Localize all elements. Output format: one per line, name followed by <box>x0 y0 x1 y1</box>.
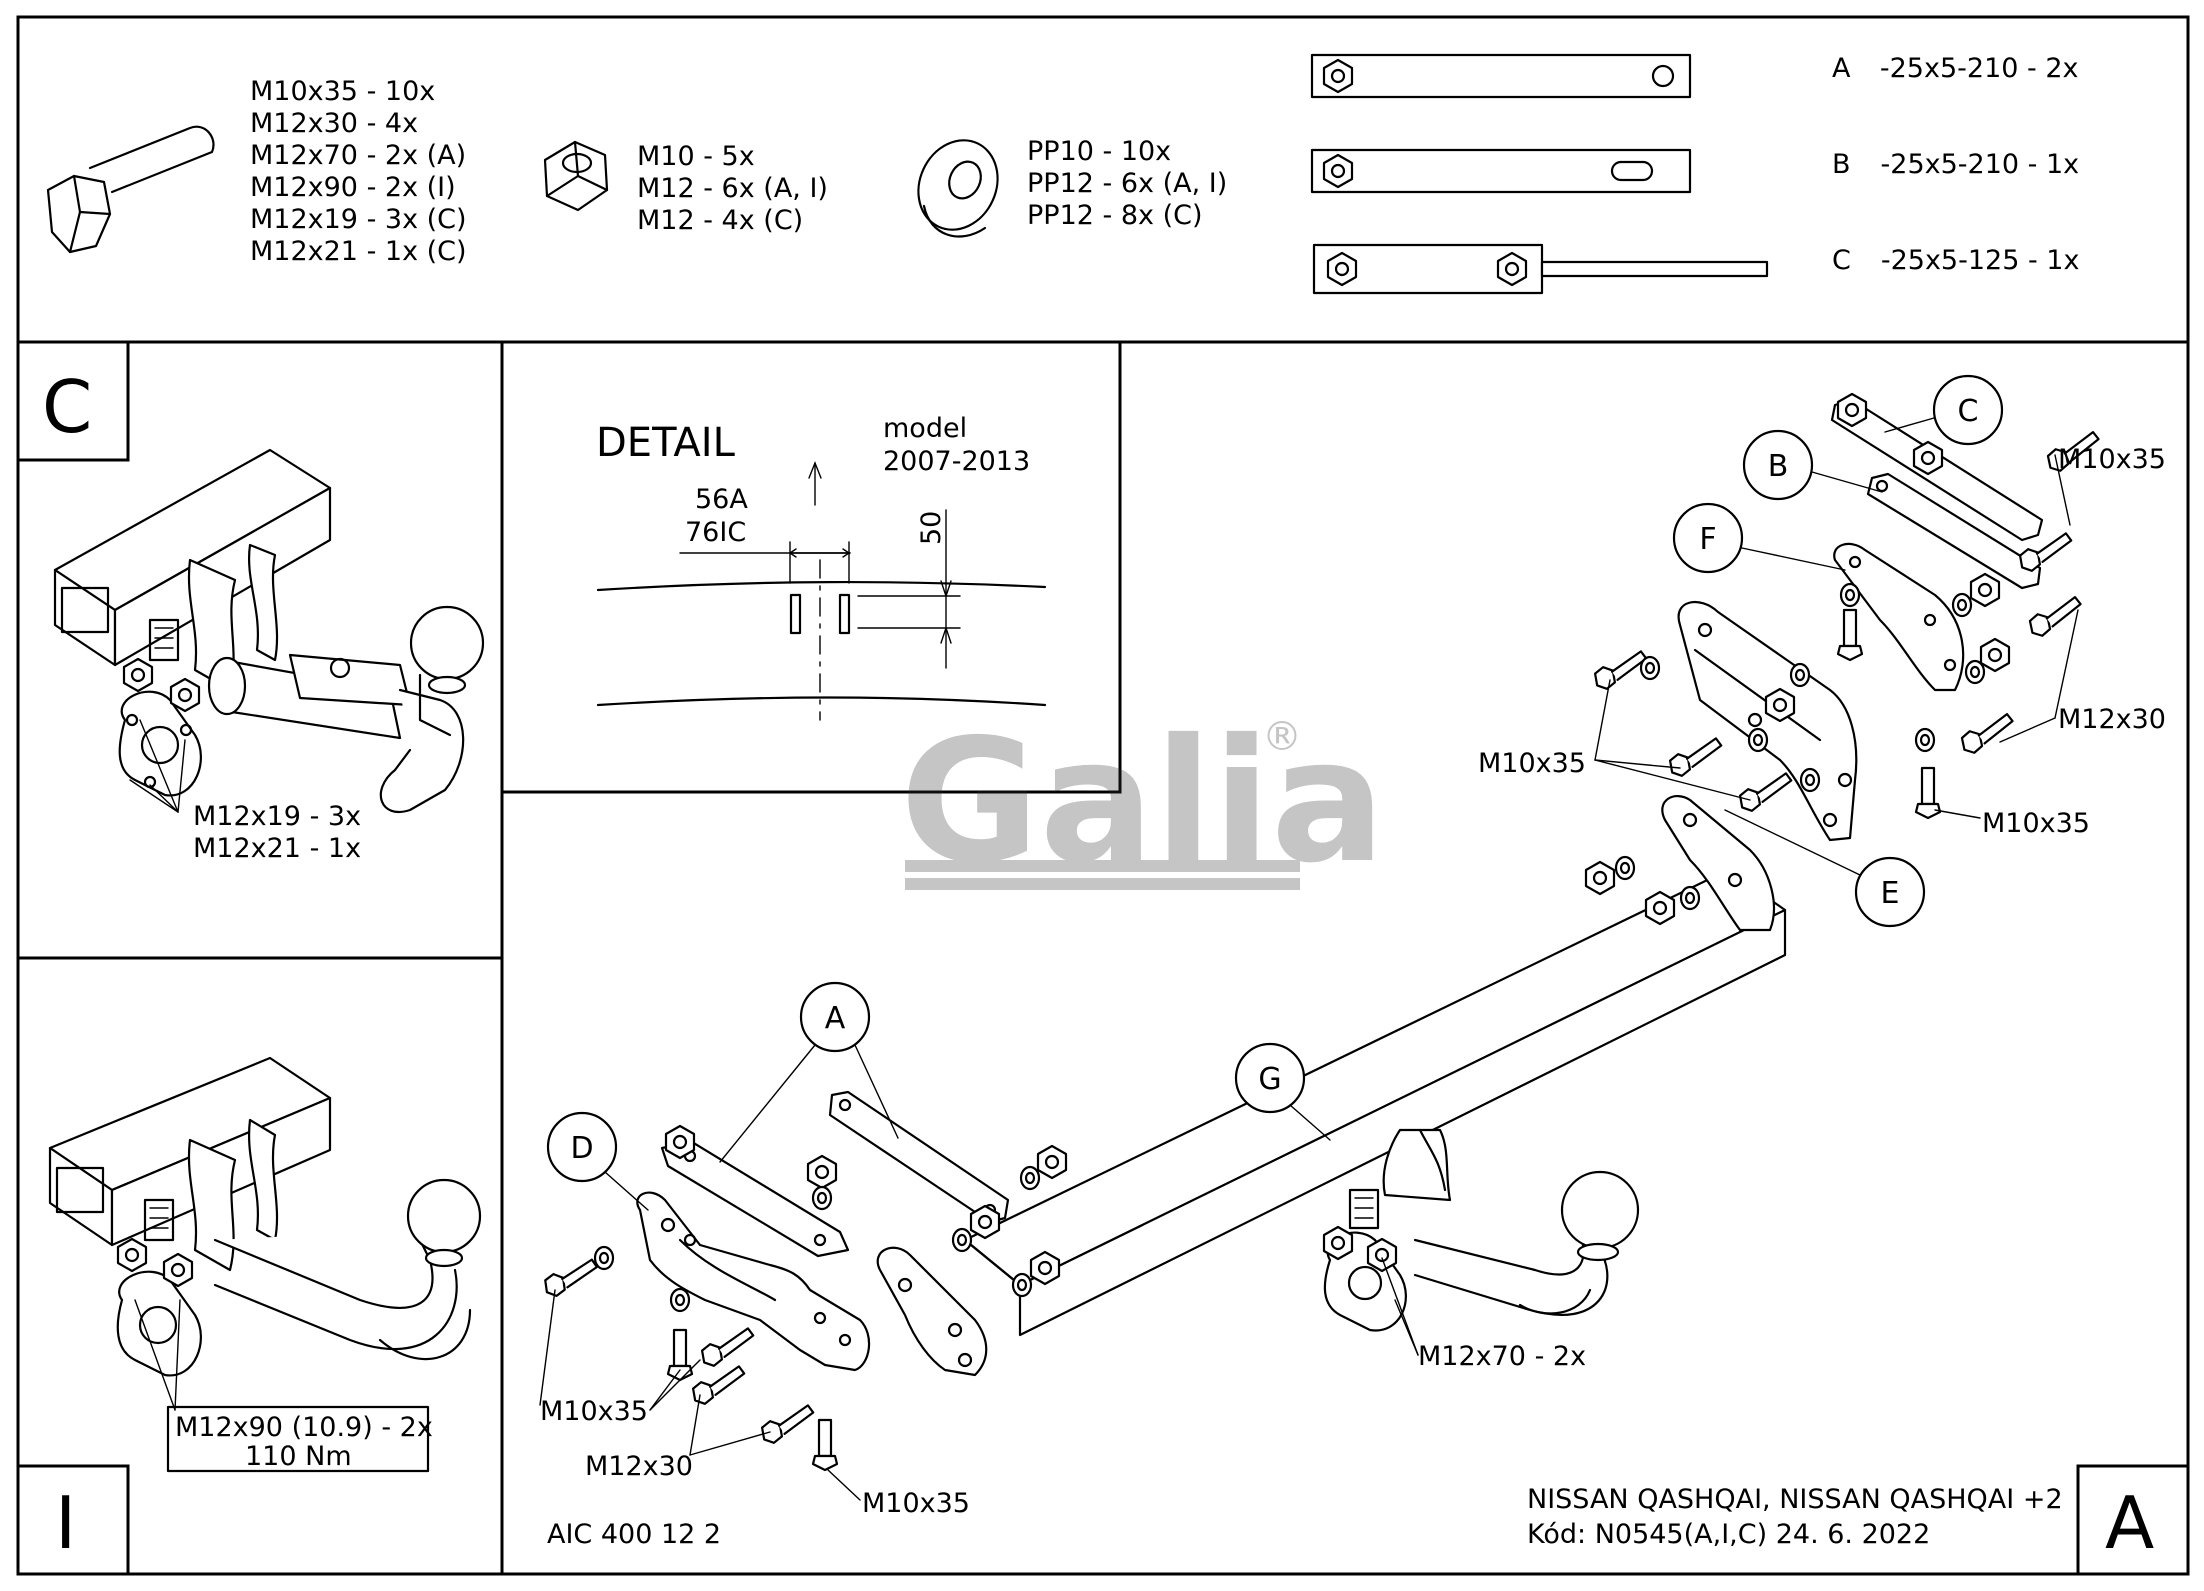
detail-diagram <box>596 461 1047 721</box>
plate-c-label: C-25x5-125 - 1x <box>1832 245 2079 276</box>
variant-i-torque-box <box>166 1405 430 1473</box>
left-bracket-assembly <box>539 1090 1068 1501</box>
label-right-lower-bolt: M10x35 <box>1982 808 2090 839</box>
detail-dimension: 50 <box>916 511 947 545</box>
plate-b-icon <box>1310 148 1692 194</box>
variant-c-hitch <box>53 448 485 813</box>
label-ball-bolts: M12x70 - 2x <box>1418 1341 1586 1372</box>
label-left-bottom-single: M10x35 <box>862 1488 970 1519</box>
galia-watermark: Galia ® <box>900 703 1386 901</box>
main-crossbar <box>876 794 1787 1377</box>
callout-f: F <box>1672 502 1846 574</box>
callout-a: A <box>719 981 899 1163</box>
drawing-code: AIC 400 12 2 <box>547 1519 721 1550</box>
nut-list: M10 - 5x M12 - 6x (A, I) M12 - 4x (C) <box>637 141 837 236</box>
svg-text:Galia: Galia <box>900 703 1386 901</box>
variant-i-bolt-label-1: M12x90 (10.9) - 2x <box>175 1412 433 1443</box>
nut-icon <box>543 140 609 212</box>
variant-i-box <box>16 1464 130 1576</box>
detail-box <box>500 340 1122 794</box>
right-bracket-assembly <box>1584 392 2105 926</box>
label-right-bolt-pair: M12x30 <box>2058 704 2166 735</box>
svg-text:®: ® <box>1262 714 1302 760</box>
label-left-bracket-bolts: M10x35 <box>1478 748 1586 779</box>
variant-a-letter: A <box>2105 1481 2154 1565</box>
sheet-border <box>16 15 2190 1576</box>
svg-text:D: D <box>570 1131 593 1166</box>
plate-b-label: B-25x5-210 - 1x <box>1832 149 2079 180</box>
label-top-right-bolt: M10x35 <box>2058 444 2166 475</box>
variant-i-hitch <box>48 1056 482 1411</box>
washer-icon <box>917 139 999 238</box>
variant-i-letter: I <box>55 1481 76 1565</box>
variant-c-bolt-label-2: M12x21 - 1x <box>193 833 361 864</box>
callout-g: G <box>1234 1042 1331 1141</box>
svg-text:B: B <box>1768 449 1789 484</box>
detail-code-1: 56A <box>695 484 748 515</box>
detail-model-label: model <box>883 413 967 444</box>
svg-text:F: F <box>1699 522 1716 557</box>
svg-text:G: G <box>1258 1062 1281 1097</box>
vehicle-name: NISSAN QASHQAI, NISSAN QASHQAI +2 <box>1527 1484 2063 1515</box>
variant-i-bolt-label-2: 110 Nm <box>245 1441 352 1472</box>
plate-a-label: A-25x5-210 - 2x <box>1832 53 2079 84</box>
detail-code-2: 76IC <box>685 517 746 548</box>
variant-a-box <box>2076 1464 2190 1576</box>
callout-b: B <box>1742 429 1883 501</box>
variant-c-bolt-label-1: M12x19 - 3x <box>193 801 361 832</box>
detail-title: DETAIL <box>596 420 736 466</box>
svg-text:E: E <box>1881 876 1900 911</box>
plate-a-icon <box>1310 53 1692 99</box>
bolt-list: M10x35 - 10x M12x30 - 4x M12x70 - 2x (A)… <box>250 76 475 267</box>
callout-d: D <box>546 1111 649 1211</box>
product-code: Kód: N0545(A,I,C) 24. 6. 2022 <box>1527 1519 1930 1550</box>
label-left-bottom-bolts: M10x35 <box>540 1396 648 1427</box>
detail-model-years: 2007-2013 <box>883 446 1030 477</box>
label-left-m12: M12x30 <box>585 1451 693 1482</box>
washer-list: PP10 - 10x PP12 - 6x (A, I) PP12 - 8x (C… <box>1027 136 1236 231</box>
bolt-icon <box>46 125 215 254</box>
svg-text:A: A <box>825 1001 846 1036</box>
variant-c-box <box>16 340 130 462</box>
callout-e: E <box>1724 809 1926 928</box>
callout-c: C <box>1884 374 2004 446</box>
plate-c-icon <box>1312 243 1769 295</box>
svg-text:C: C <box>1958 394 1979 429</box>
variant-c-letter: C <box>42 365 92 449</box>
